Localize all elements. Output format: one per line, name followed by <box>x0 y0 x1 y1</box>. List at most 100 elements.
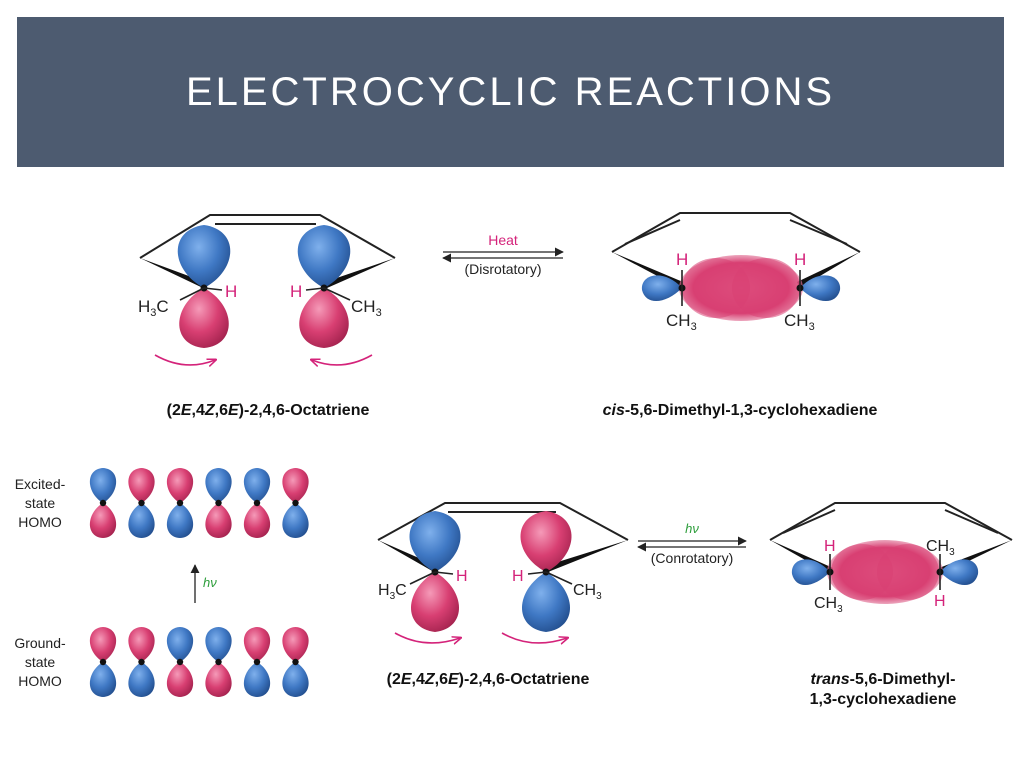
ring-double-bond <box>944 509 999 534</box>
back-lobe <box>641 275 682 302</box>
p-orbital-lobe <box>297 225 351 288</box>
homo-atom <box>292 499 299 507</box>
ground-label-line: Ground- <box>14 635 66 651</box>
wedge-bond-right <box>545 540 628 572</box>
p-orbital-lobe <box>179 288 229 348</box>
hydrogen-label: H <box>290 282 302 301</box>
rotation-arrow <box>501 632 567 643</box>
methyl-label: CH3 <box>784 311 815 333</box>
back-lobe <box>791 559 830 586</box>
thermal-reactant: H3C H H CH3 <box>138 214 396 365</box>
homo-lobe <box>89 627 117 662</box>
hydrogen-label: H <box>225 282 237 301</box>
homo-lobe <box>243 468 271 503</box>
excited-label-line: HOMO <box>18 514 62 530</box>
hydrogen-label: H <box>794 250 806 269</box>
photo-reactant: H3C H H CH3 <box>377 502 629 643</box>
homo-atom <box>99 499 107 507</box>
rotation-arrow <box>312 354 373 365</box>
rotation-arrow <box>154 354 215 365</box>
methyl-label: CH3 <box>814 595 843 615</box>
homo-lobe <box>128 503 155 538</box>
homo-lobe <box>282 503 309 538</box>
homo-lobe <box>282 627 309 662</box>
sigma-bond-lobe <box>877 544 939 600</box>
rotation-arrow <box>394 632 460 643</box>
homo-atom <box>176 658 184 666</box>
back-lobe <box>800 275 841 302</box>
homo-lobe <box>128 627 155 662</box>
homo-atom <box>253 499 261 507</box>
title-bar: ELECTROCYCLIC REACTIONS <box>17 17 1004 167</box>
p-orbital-lobe <box>521 572 571 632</box>
homo-atom <box>215 658 222 666</box>
homo-lobe <box>205 627 232 662</box>
bond <box>409 571 436 585</box>
excited-label-line: state <box>25 495 56 511</box>
p-orbital-lobe <box>299 288 349 348</box>
bond <box>434 571 454 575</box>
homo-lobe <box>205 662 232 697</box>
homo-atom <box>138 658 145 666</box>
excited-state-homo <box>89 468 309 538</box>
cis-product-name: cis-5,6-Dimethyl-1,3-cyclohexadiene <box>603 402 878 419</box>
homo-lobe <box>128 662 155 697</box>
photo-reactant-name: (2E,4Z,6E)-2,4,6-Octatriene <box>387 671 590 688</box>
hydrogen-label: H <box>934 593 946 610</box>
methyl-label: CH3 <box>666 311 697 333</box>
hydrogen-label: H <box>676 250 688 269</box>
p-orbital-lobe <box>520 511 572 572</box>
wedge-bond-left <box>378 540 437 572</box>
bond <box>203 287 223 291</box>
methyl-label: CH3 <box>351 297 382 319</box>
methyl-label: H3C <box>138 297 169 319</box>
hv-label: hν <box>685 521 699 536</box>
homo-lobe <box>166 468 194 503</box>
trans-product: H CH3 CH3 H <box>769 502 1013 615</box>
ground-state-label: Ground- state HOMO <box>14 635 66 689</box>
methyl-label: H3C <box>378 582 407 602</box>
hv-label: hν <box>203 575 217 590</box>
hydrogen-label: H <box>824 538 836 555</box>
conrotatory-label: (Conrotatory) <box>651 550 733 566</box>
photo-equilibrium-arrow: hν (Conrotatory) <box>637 521 747 566</box>
homo-lobe <box>89 468 117 503</box>
homo-lobe <box>282 468 309 503</box>
thermal-equilibrium-arrow: Heat (Disrotatory) <box>442 232 564 277</box>
p-orbital-lobe <box>409 511 461 572</box>
methyl-label: CH3 <box>573 582 602 602</box>
methyl-label: CH3 <box>926 538 955 558</box>
homo-lobe <box>166 627 194 662</box>
ring-outline <box>769 502 1013 541</box>
homo-lobe <box>205 503 232 538</box>
ring-outline <box>139 214 396 259</box>
heat-label: Heat <box>488 232 518 248</box>
homo-atom <box>253 658 261 666</box>
bond <box>179 287 205 301</box>
wedge-bond-right <box>325 258 395 288</box>
trans-product-name-line1: trans-5,6-Dimethyl- <box>811 671 956 688</box>
ring-outline <box>377 502 629 541</box>
homo-lobe <box>243 662 271 697</box>
ring-double-bond <box>789 219 848 245</box>
sigma-bond-lobe <box>732 258 800 318</box>
wedge-bond-left <box>140 258 205 288</box>
bond <box>305 287 325 291</box>
bond <box>527 571 547 575</box>
bond <box>545 571 573 585</box>
homo-atom <box>99 658 107 666</box>
excited-label-line: Excited- <box>15 476 66 492</box>
thermal-reactant-name: (2E,4Z,6E)-2,4,6-Octatriene <box>167 402 370 419</box>
ground-label-line: state <box>25 654 56 670</box>
homo-lobe <box>166 503 194 538</box>
homo-atom <box>215 499 222 507</box>
sigma-bond-lobe <box>831 544 893 600</box>
excited-state-label: Excited- state HOMO <box>15 476 66 530</box>
homo-atom <box>176 499 184 507</box>
homo-lobe <box>205 468 232 503</box>
hydrogen-label: H <box>456 568 468 585</box>
cis-product: H H CH3 CH3 <box>611 212 861 333</box>
homo-lobe <box>243 503 271 538</box>
back-lobe <box>940 559 979 586</box>
slide-title: ELECTROCYCLIC REACTIONS <box>185 69 836 114</box>
